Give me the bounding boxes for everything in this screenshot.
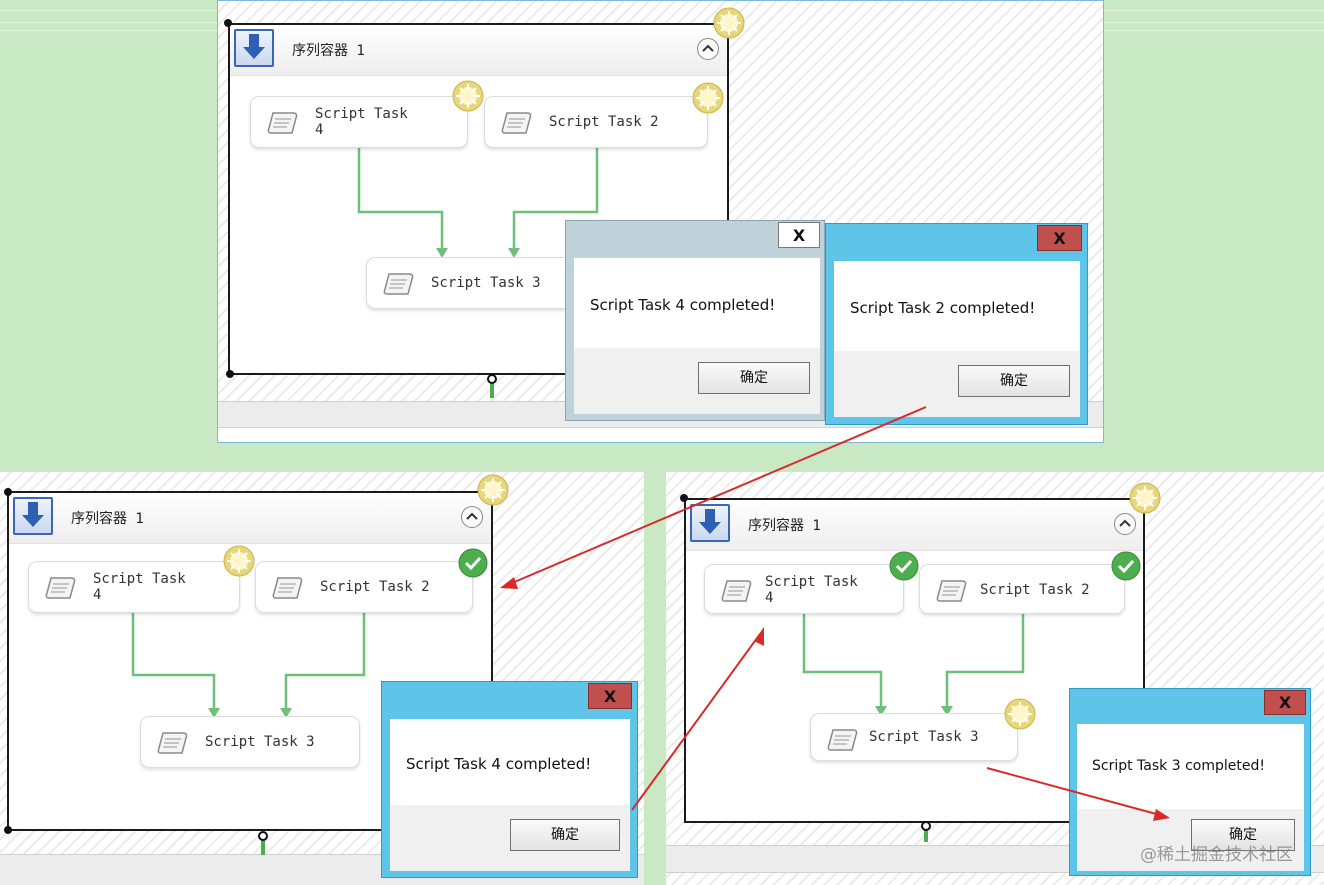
pending-icon <box>477 474 509 506</box>
close-icon: X <box>792 226 806 245</box>
sequence-container[interactable]: 序列容器 1 <box>684 498 1145 823</box>
script-task-icon <box>270 574 306 606</box>
ok-button[interactable]: 确定 <box>958 365 1070 397</box>
task-label: Script Task 2 <box>980 582 1090 598</box>
container-grip[interactable] <box>226 370 234 378</box>
pending-icon <box>713 7 745 39</box>
task-label: Script Task 3 <box>431 275 541 291</box>
message-dialog[interactable]: X Script Task 3 completed! 确定 <box>1069 688 1311 876</box>
dialog-message: Script Task 2 completed! <box>850 299 1036 317</box>
script-task-icon <box>719 577 755 609</box>
container-grip[interactable] <box>680 494 688 502</box>
script-task-2[interactable]: Script Task 2 <box>919 564 1125 614</box>
success-check-icon <box>458 548 488 578</box>
script-task-2[interactable]: Script Task 2 <box>484 96 708 148</box>
close-icon: X <box>1053 229 1066 248</box>
script-task-3[interactable]: Script Task 3 <box>810 713 1018 761</box>
script-task-icon <box>825 726 861 758</box>
script-task-icon <box>43 574 79 606</box>
pending-icon <box>223 545 255 577</box>
close-icon: X <box>603 687 617 706</box>
collapse-icon[interactable] <box>1114 513 1136 535</box>
close-button[interactable]: X <box>588 683 632 709</box>
script-task-4[interactable]: Script Task 4 <box>28 561 240 613</box>
watermark: @稀土掘金技术社区 <box>1140 845 1293 865</box>
script-task-icon <box>265 109 301 141</box>
script-task-4[interactable]: Script Task 4 <box>704 564 904 614</box>
success-check-icon <box>889 551 919 581</box>
sequence-container-icon <box>234 29 274 67</box>
script-task-icon <box>381 270 417 302</box>
task-label: Script Task 4 <box>93 571 186 603</box>
container-title: 序列容器 1 <box>748 518 821 534</box>
close-button[interactable]: X <box>1037 225 1082 251</box>
script-task-3[interactable]: Script Task 3 <box>140 716 360 768</box>
ok-button[interactable]: 确定 <box>510 819 620 851</box>
close-icon: X <box>1278 693 1292 712</box>
script-task-2[interactable]: Script Task 2 <box>255 561 473 613</box>
collapse-icon[interactable] <box>461 506 483 528</box>
collapse-icon[interactable] <box>697 38 719 60</box>
script-task-3[interactable]: Script Task 3 <box>366 257 576 309</box>
container-header: 序列容器 1 <box>230 25 727 76</box>
container-header: 序列容器 1 <box>686 500 1143 551</box>
close-button[interactable]: X <box>1264 690 1306 715</box>
task-label: Script Task 2 <box>320 579 430 595</box>
sequence-container-icon <box>13 497 53 535</box>
task-label: Script Task 4 <box>315 106 408 138</box>
task-label: Script Task 2 <box>549 114 659 130</box>
container-grip[interactable] <box>224 19 232 27</box>
close-button[interactable]: X <box>778 222 820 248</box>
message-dialog[interactable]: X Script Task 2 completed! 确定 <box>825 223 1088 425</box>
pending-icon <box>1129 482 1161 514</box>
pending-icon <box>1004 698 1036 730</box>
container-title: 序列容器 1 <box>71 511 144 527</box>
pending-icon <box>452 80 484 112</box>
container-grip[interactable] <box>4 488 12 496</box>
container-title: 序列容器 1 <box>292 43 365 59</box>
task-label: Script Task 3 <box>869 729 979 745</box>
dialog-message: Script Task 3 completed! <box>1092 758 1265 774</box>
pending-icon <box>692 82 724 114</box>
script-task-icon <box>499 109 535 141</box>
task-label: Script Task 3 <box>205 734 315 750</box>
dialog-message: Script Task 4 completed! <box>406 755 592 773</box>
sequence-container-icon <box>690 504 730 542</box>
ok-button[interactable]: 确定 <box>698 362 810 394</box>
message-dialog[interactable]: X Script Task 4 completed! 确定 <box>565 220 825 421</box>
script-task-icon <box>934 577 970 609</box>
sequence-container[interactable]: 序列容器 1 <box>7 491 493 831</box>
container-grip[interactable] <box>4 826 12 834</box>
dialog-message: Script Task 4 completed! <box>590 296 776 314</box>
ok-button[interactable]: 确定 <box>1191 819 1295 851</box>
success-check-icon <box>1111 551 1141 581</box>
script-task-icon <box>155 729 191 761</box>
task-label: Script Task 4 <box>765 574 858 606</box>
script-task-4[interactable]: Script Task 4 <box>250 96 468 148</box>
container-header: 序列容器 1 <box>9 493 491 544</box>
message-dialog[interactable]: X Script Task 4 completed! 确定 <box>381 681 638 878</box>
